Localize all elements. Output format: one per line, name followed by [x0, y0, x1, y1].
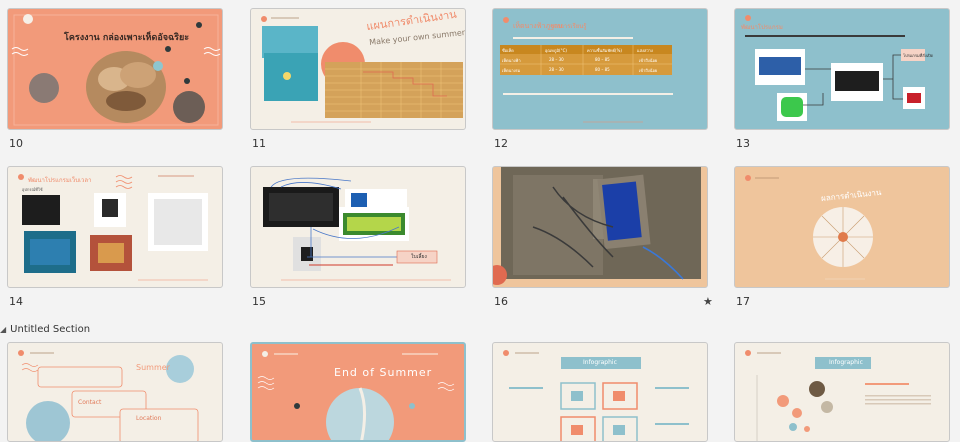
- slide-10-art: [11, 14, 221, 126]
- slide-number-15: 15: [252, 295, 266, 308]
- slide-12-art: [500, 17, 673, 123]
- slide-thumbnail-21[interactable]: Infographic: [734, 342, 950, 442]
- slide-13-on-label: โปรแกรมที่สั่งเปิด: [903, 53, 934, 58]
- slide-12-col-4: แสงสว่าง: [637, 48, 653, 53]
- slide-12-col-3: ความชื้นสัมพัทธ์(%): [587, 48, 622, 53]
- slide-thumbnail-16[interactable]: [492, 166, 708, 288]
- slide-11-art: [261, 16, 463, 123]
- slide-thumbnail-18[interactable]: Summer Contact Location: [7, 342, 223, 442]
- slide-12-row-1-humidity: 80 – 85: [595, 57, 610, 62]
- slide-21-art: [745, 350, 931, 441]
- slide-18-location: Location: [136, 415, 162, 422]
- slide-12-row-1-temp: 28 – 30: [549, 57, 564, 62]
- slide-18-art: [18, 350, 199, 441]
- slide-20-art: [503, 350, 689, 441]
- slide-20-title: Infographic: [583, 359, 617, 366]
- slide-thumbnail-10[interactable]: โครงงาน กล่องเพาะเห็ดอัจฉริยะ: [7, 8, 223, 130]
- slide-21-title: Infographic: [829, 359, 863, 366]
- slide-thumbnail-15[interactable]: ใบเลี้ยง: [250, 166, 466, 288]
- slide-number-10: 10: [9, 137, 23, 150]
- slide-16-star-icon: ★: [703, 295, 713, 308]
- slide-10-title: โครงงาน กล่องเพาะเห็ดอัจฉริยะ: [64, 33, 190, 43]
- slide-12-row-2-light: เข้าถึงน้อย: [639, 68, 658, 73]
- slide-number-13: 13: [736, 137, 750, 150]
- section-header[interactable]: ◢ Untitled Section: [0, 324, 90, 335]
- slide-16-art: [493, 167, 701, 285]
- slide-12-row-1-light: เข้าถึงน้อย: [639, 58, 658, 63]
- slide-thumbnail-17[interactable]: ผลการดำเนินงาน: [734, 166, 950, 288]
- slide-number-17: 17: [736, 295, 750, 308]
- slide-12-header-label: ผลการเรียนรู้: [553, 23, 587, 30]
- slide-14-art: [18, 174, 208, 281]
- slide-thumbnail-14[interactable]: พัฒนาโปรแกรมเว็บเวลา อุปกรณ์ที่ใช้: [7, 166, 223, 288]
- slide-18-contact: Contact: [78, 399, 102, 406]
- slide-19-title: End of Summer: [334, 366, 433, 379]
- slide-12-col-2: อุณหภูมิ(°C): [545, 48, 567, 53]
- slide-15-art: [263, 177, 451, 281]
- slide-17-art: [745, 175, 873, 280]
- slide-number-14: 14: [9, 295, 23, 308]
- slide-13-title: พัฒนาโปรแกรม: [741, 24, 783, 31]
- slide-13-art: [745, 15, 925, 121]
- slide-thumbnail-20[interactable]: Infographic: [492, 342, 708, 442]
- slide-thumbnail-13[interactable]: พัฒนาโปรแกรม โปรแกรมที่สั่งเปิด: [734, 8, 950, 130]
- slide-number-11: 11: [252, 137, 266, 150]
- slide-18-title: Summer: [136, 363, 170, 372]
- collapse-triangle-icon[interactable]: ◢: [0, 325, 7, 334]
- slide-14-title: พัฒนาโปรแกรมเว็บเวลา: [28, 177, 92, 184]
- slide-19-art: [257, 351, 455, 440]
- slide-12-row-2-temp: 28 – 30: [549, 67, 564, 72]
- slide-thumbnail-12[interactable]: เห็ดนางฟ้าภูฐาน ผลการเรียนรู้ ชื่อเห็ด อ…: [492, 8, 708, 130]
- slide-number-16: 16: [494, 295, 508, 308]
- slide-12-row-2-humidity: 80 – 85: [595, 67, 610, 72]
- slide-12-row-2-name: เห็ดนางรม: [502, 68, 521, 73]
- slide-15-label: ใบเลี้ยง: [411, 254, 427, 260]
- slide-12-col-1: ชื่อเห็ด: [502, 48, 514, 53]
- slide-14-subtitle: อุปกรณ์ที่ใช้: [22, 187, 43, 192]
- slide-thumbnail-19[interactable]: End of Summer: [250, 342, 466, 442]
- slide-thumbnail-11[interactable]: แผนการดำเนินงาน Make your own summer: [250, 8, 466, 130]
- slide-number-12: 12: [494, 137, 508, 150]
- section-label: Untitled Section: [10, 324, 91, 335]
- slide-12-title: เห็ดนางฟ้าภูฐาน: [513, 22, 563, 30]
- slide-12-row-1-name: เห็ดนางฟ้า: [502, 58, 521, 63]
